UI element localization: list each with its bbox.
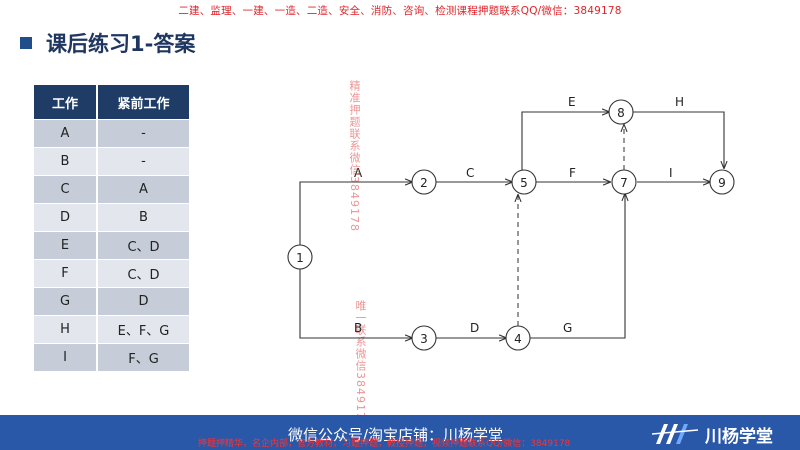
node-9: 9: [709, 169, 735, 195]
cell-predecessor: E、F、G: [97, 315, 189, 344]
node-label: 8: [617, 106, 625, 120]
title-text: 课后练习1-答案: [46, 32, 196, 56]
cell-work: G: [34, 287, 98, 316]
node-1: 1: [287, 244, 313, 270]
edge-G: [530, 194, 625, 339]
cell-predecessor: -: [97, 119, 189, 148]
node-7: 7: [611, 169, 637, 195]
edge-label-F: F: [569, 166, 576, 180]
cell-predecessor: F、G: [97, 343, 189, 371]
edge-B: [299, 269, 412, 338]
slide-title: 课后练习1-答案: [20, 28, 195, 58]
cell-predecessor: B: [97, 203, 189, 232]
brand-name: 川杨学堂: [705, 427, 773, 447]
header-predecessor: 紧前工作: [97, 85, 189, 120]
edge-label-C: C: [466, 166, 474, 180]
header-work: 工作: [34, 85, 98, 120]
cell-predecessor: -: [97, 147, 189, 176]
edge-label-A: A: [354, 166, 363, 180]
cell-work: A: [34, 119, 98, 148]
edge-label-B: B: [354, 321, 362, 335]
node-4: 4: [505, 325, 531, 351]
cell-predecessor: D: [97, 287, 189, 316]
edge-A: [299, 182, 412, 245]
table-row: B-: [34, 147, 189, 176]
node-3: 3: [411, 325, 437, 351]
node-2: 2: [411, 169, 437, 195]
edge-label-H: H: [675, 95, 684, 109]
node-label: 1: [296, 251, 304, 265]
title-bullet: [20, 37, 32, 49]
cell-work: D: [34, 203, 98, 232]
cell-work: E: [34, 231, 98, 260]
edge-label-E: E: [568, 95, 576, 109]
edge-label-I: I: [669, 166, 673, 180]
watermark-left: 精准押题联系微信3849178: [348, 80, 361, 232]
cell-predecessor: A: [97, 175, 189, 204]
cell-work: I: [34, 343, 98, 371]
cell-work: C: [34, 175, 98, 204]
table-header-row: 工作 紧前工作: [34, 85, 189, 120]
node-label: 9: [718, 176, 726, 190]
cell-predecessor: C、D: [97, 231, 189, 260]
node-label: 3: [420, 332, 428, 346]
cell-predecessor: C、D: [97, 259, 189, 288]
node-5: 5: [511, 169, 537, 195]
top-banner: 二建、监理、一建、一造、二造、安全、消防、咨询、检测课程押题联系QQ/微信：38…: [178, 5, 622, 17]
cell-work: F: [34, 259, 98, 288]
edge-label-D: D: [470, 321, 479, 335]
watermark-right: 唯一联系微信3849178: [354, 300, 367, 428]
node-label: 2: [420, 176, 428, 190]
node-label: 4: [514, 332, 522, 346]
brand-logo-icon: [651, 424, 699, 444]
edge-H: [633, 111, 724, 168]
edge-E: [521, 112, 609, 170]
cell-work: H: [34, 315, 98, 344]
node-label: 7: [620, 176, 628, 190]
node-label: 5: [520, 176, 528, 190]
edge-label-G: G: [563, 321, 572, 335]
footer-red-note: 押题押精华，名企内部，官方教材，习题押题，教授押题，视频押题联系QQ/微信：38…: [198, 439, 571, 449]
footer-wechat-text: 微信公众号/淘宝店铺：川杨学堂: [288, 426, 504, 444]
cell-work: B: [34, 147, 98, 176]
table-row: A-: [34, 119, 189, 148]
node-8: 8: [608, 99, 634, 125]
